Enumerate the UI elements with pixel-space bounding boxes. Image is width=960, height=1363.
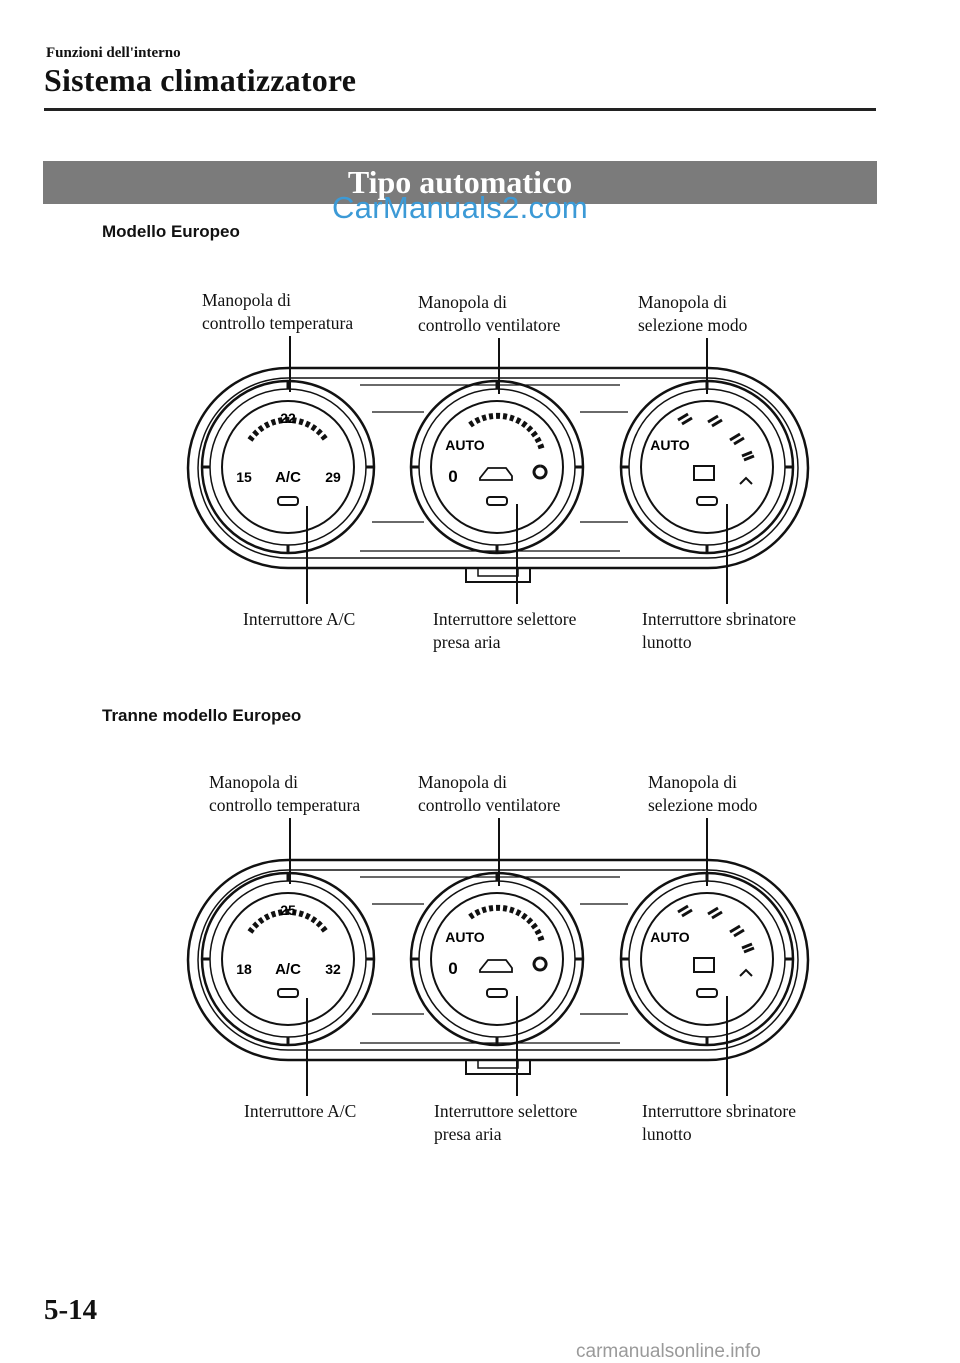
label-ac-switch-2: Interruttore A/C: [244, 1101, 357, 1121]
label-mode-knob-2: Manopola di selezione modo: [648, 772, 758, 815]
mode-face-icon: [677, 904, 693, 918]
panel-tab: [465, 568, 531, 583]
mode-feet-defrost-icon: [741, 942, 755, 954]
intake-switch[interactable]: [486, 988, 508, 998]
mode-bilevel-icon: [707, 414, 723, 428]
label-fan-knob: Manopola di controllo ventilatore: [418, 292, 561, 335]
ac-switch[interactable]: [277, 496, 299, 506]
temp-min-value: 15: [236, 469, 252, 485]
watermark-top: CarManuals2.com: [331, 190, 589, 225]
temp-knob[interactable]: [200, 871, 376, 1047]
panel-housing: [186, 858, 810, 1062]
title-rule: [44, 108, 876, 111]
fan-icon: [532, 956, 548, 972]
page-title: Sistema climatizzatore: [44, 62, 357, 98]
rear-defrost-switch[interactable]: [696, 988, 718, 998]
banner-title: Tipo automatico: [347, 164, 573, 200]
climate-panel-europe: 22 15 29 A/C AUTO 0 AUTO: [186, 336, 810, 604]
subsection-banner: Tipo automatico: [43, 161, 877, 204]
knob-grip-ticks: [202, 381, 793, 553]
temp-scale: [247, 416, 329, 442]
fan-scale: [468, 412, 545, 451]
fan-min-label: 0: [448, 959, 457, 978]
label-intake-switch: Interruttore selettore presa aria: [433, 609, 577, 652]
fan-auto-label: AUTO: [445, 437, 485, 453]
section-header: Funzioni dell'interno: [46, 45, 181, 61]
rear-defrost-icon: [693, 465, 715, 481]
ac-switch[interactable]: [277, 988, 299, 998]
page-number: 5-14: [44, 1294, 98, 1326]
fan-min-label: 0: [448, 467, 457, 486]
label-ac-switch: Interruttore A/C: [243, 609, 356, 629]
label-intake-switch-2: Interruttore selettore presa aria: [434, 1101, 578, 1144]
watermark-bottom: carmanualsonline.info: [576, 1341, 761, 1362]
fan-knob[interactable]: [409, 871, 585, 1047]
mode-bilevel-icon: [707, 906, 723, 920]
label-temp-knob: Manopola di controllo temperatura: [202, 290, 354, 333]
panel-housing: [186, 366, 810, 570]
temp-max-value: 32: [325, 961, 341, 977]
knob-grip-ticks: [202, 873, 793, 1045]
temp-top-value: 22: [280, 410, 296, 426]
model-label-non-europe: Tranne modello Europeo: [102, 706, 302, 725]
intake-car-icon: [479, 467, 513, 481]
label-rear-defrost-switch: Interruttore sbrinatore lunotto: [642, 609, 797, 652]
intake-switch[interactable]: [486, 496, 508, 506]
mode-feet-icon: [729, 432, 745, 446]
temp-top-value: 25: [280, 902, 296, 918]
ac-label: A/C: [275, 961, 301, 978]
fan-icon: [532, 464, 548, 480]
label-rear-defrost-switch-2: Interruttore sbrinatore lunotto: [642, 1101, 797, 1144]
front-defrost-icon: [739, 476, 753, 485]
climate-panel-non-europe: 25 18 32 A/C AUTO 0 AUTO: [186, 818, 810, 1096]
label-mode-knob: Manopola di selezione modo: [638, 292, 748, 335]
label-fan-knob-2: Manopola di controllo ventilatore: [418, 772, 561, 815]
panel-housing-inner: [197, 377, 799, 559]
intake-car-icon: [479, 959, 513, 973]
mode-auto-label: AUTO: [650, 437, 690, 453]
mode-face-icon: [677, 412, 693, 426]
temp-min-value: 18: [236, 961, 252, 977]
model-label-europe: Modello Europeo: [102, 222, 240, 241]
mode-feet-icon: [729, 924, 745, 938]
rear-defrost-icon: [693, 957, 715, 973]
ac-label: A/C: [275, 469, 301, 486]
temp-max-value: 29: [325, 469, 341, 485]
label-temp-knob-2: Manopola di controllo temperatura: [209, 772, 361, 815]
rear-defrost-switch[interactable]: [696, 496, 718, 506]
fan-auto-label: AUTO: [445, 929, 485, 945]
front-defrost-icon: [739, 968, 753, 977]
mode-feet-defrost-icon: [741, 450, 755, 462]
mode-auto-label: AUTO: [650, 929, 690, 945]
